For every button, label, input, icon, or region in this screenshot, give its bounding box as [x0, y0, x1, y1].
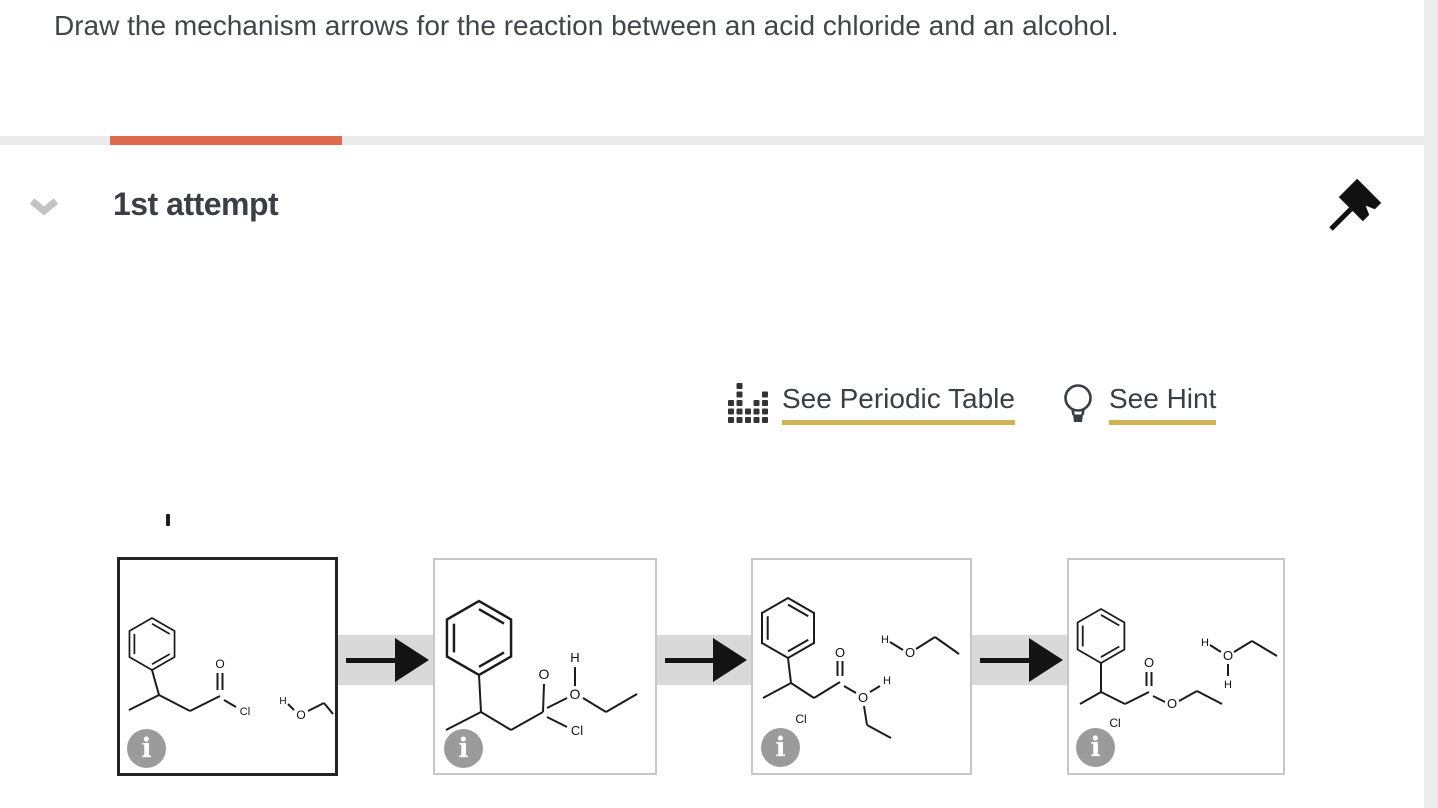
- atom-label-H: H: [1201, 637, 1209, 649]
- page-right-gutter: [1424, 0, 1438, 808]
- arrow-shaft: [346, 658, 395, 663]
- see-hint-label: See Hint: [1108, 381, 1217, 425]
- atom-label-O: O: [215, 657, 224, 671]
- see-periodic-table-link[interactable]: See Periodic Table: [728, 381, 1015, 425]
- atom-label-H: H: [279, 696, 286, 707]
- attempt-heading: 1st attempt: [113, 186, 279, 222]
- mechanism-step-2-panel[interactable]: O H O Cl i: [433, 558, 657, 775]
- stray-tick-mark: [166, 514, 170, 526]
- helper-links: See Periodic Table See Hint: [728, 381, 1217, 425]
- structure-protonated-ester: O H O Cl H O: [761, 597, 960, 739]
- atom-label-Cl: Cl: [795, 712, 806, 726]
- bonds-step-3: [762, 636, 960, 739]
- lightbulb-icon: [1064, 384, 1092, 422]
- mechanism-step-1-panel[interactable]: O Cl H O i: [117, 557, 338, 776]
- atom-label-O: O: [1223, 648, 1233, 663]
- arrow-shaft: [980, 658, 1029, 663]
- atom-label-Cl: Cl: [571, 723, 583, 738]
- atom-label-H: H: [1224, 679, 1232, 691]
- collapse-attempt-control[interactable]: [28, 198, 60, 221]
- arrow-head: [395, 638, 429, 682]
- progress-track: [0, 136, 1424, 145]
- structure-tetrahedral-intermediate: O H O Cl: [445, 599, 638, 738]
- bonds-step-4: [1079, 640, 1278, 705]
- bonds-step-2: [445, 667, 638, 731]
- info-icon[interactable]: i: [1076, 728, 1115, 767]
- mechanism-step-3-panel[interactable]: O H O Cl H O i: [751, 558, 972, 775]
- question-text: Draw the mechanism arrows for the reacti…: [54, 10, 1119, 41]
- atom-label-O: O: [1167, 696, 1177, 711]
- arrow-head: [1029, 638, 1063, 682]
- atom-label-O: O: [1144, 655, 1154, 670]
- atom-label-O: O: [905, 645, 915, 660]
- arrow-shaft: [665, 658, 713, 663]
- atom-label-H: H: [570, 650, 579, 665]
- reaction-arrow-2: [657, 635, 751, 685]
- see-hint-link[interactable]: See Hint: [1061, 381, 1217, 425]
- pin-attempt-button[interactable]: [1320, 174, 1400, 247]
- info-icon[interactable]: i: [444, 729, 483, 768]
- reaction-arrow-3: [972, 635, 1067, 685]
- atom-label-O: O: [835, 645, 845, 660]
- atom-label-O: O: [570, 686, 581, 702]
- atom-label-H: H: [883, 675, 891, 687]
- periodic-table-icon: [728, 383, 768, 423]
- mechanism-step-4-panel[interactable]: O O Cl H O H i: [1067, 558, 1285, 775]
- progress-fill: [110, 136, 342, 145]
- chevron-down-icon: [29, 198, 59, 216]
- atom-label-Cl: Cl: [240, 706, 250, 718]
- structure-acid-chloride-ethanol: O Cl H O: [128, 617, 334, 722]
- atom-label-O: O: [296, 708, 305, 722]
- reaction-arrow-1: [338, 635, 433, 685]
- see-periodic-table-label: See Periodic Table: [782, 381, 1015, 425]
- atom-label-O: O: [858, 690, 868, 705]
- info-icon[interactable]: i: [127, 729, 166, 768]
- bonds-step-1: [128, 669, 334, 715]
- structure-ester-product: O O Cl H O H: [1076, 608, 1278, 730]
- atom-label-Cl: Cl: [1109, 716, 1120, 730]
- pushpin-icon: [1329, 178, 1382, 231]
- atom-label-O: O: [539, 666, 550, 682]
- arrow-head: [713, 638, 747, 682]
- atom-label-H: H: [881, 634, 889, 646]
- info-icon[interactable]: i: [761, 728, 800, 767]
